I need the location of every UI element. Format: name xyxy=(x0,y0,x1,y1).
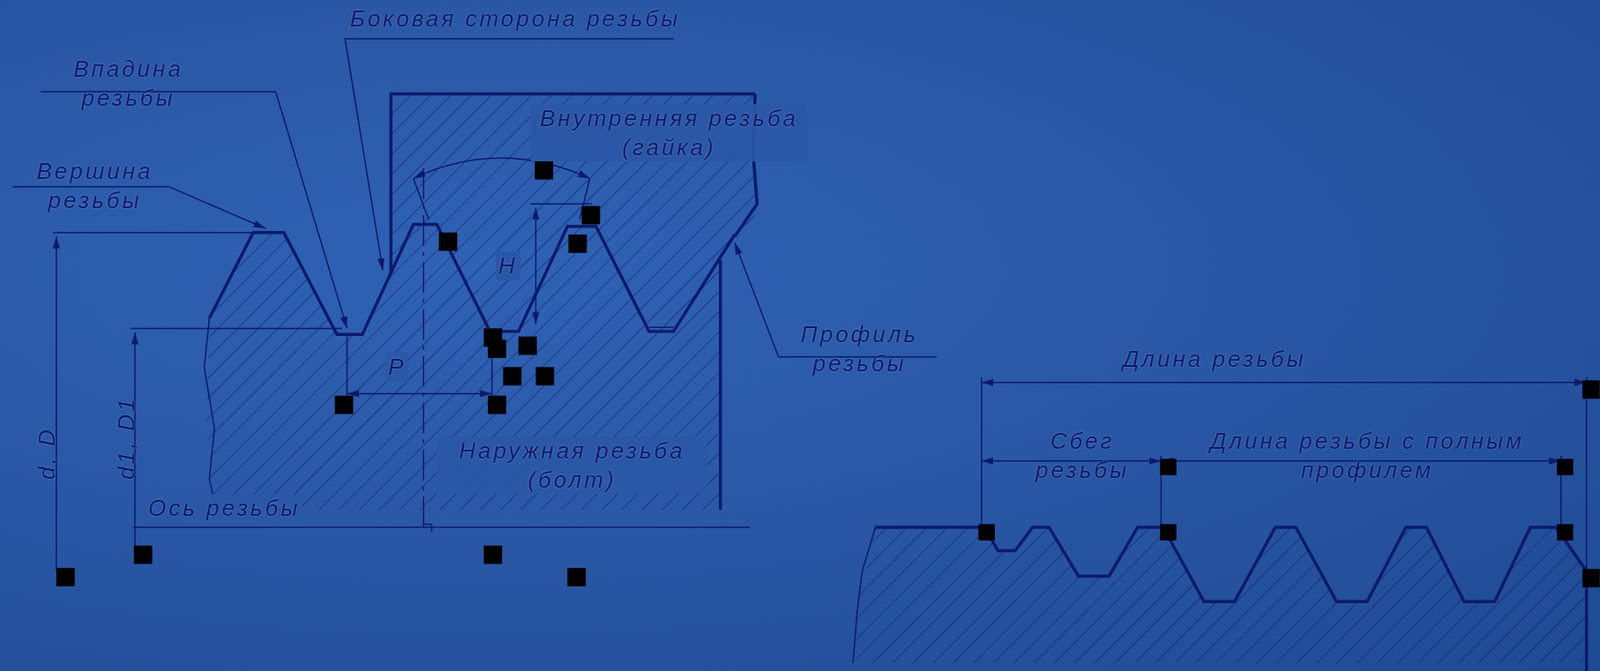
dimension-label: H xyxy=(495,251,521,281)
dimension-label: Длина резьбы xyxy=(1122,344,1307,374)
part-label: Вершина резьбы xyxy=(10,157,180,215)
axis-label: Ось резьбы xyxy=(145,493,303,524)
part-label: Наружная резьба (болт) xyxy=(436,436,708,494)
dimension-label: d1, D1 xyxy=(112,396,142,480)
part-label: Внутренняя резьба (гайка) xyxy=(530,104,808,162)
dimension-label: d, D xyxy=(32,426,62,480)
dimension-label: P xyxy=(385,352,409,382)
part-label: Впадина резьбы xyxy=(46,54,210,113)
part-label: Профиль резьбы xyxy=(775,320,944,378)
part-label: Боковая сторона резьбы xyxy=(346,4,684,34)
dimension-label: Длина резьбы с полным профилем xyxy=(1173,426,1562,485)
dimension-label: Сбег резьбы xyxy=(1005,426,1159,485)
